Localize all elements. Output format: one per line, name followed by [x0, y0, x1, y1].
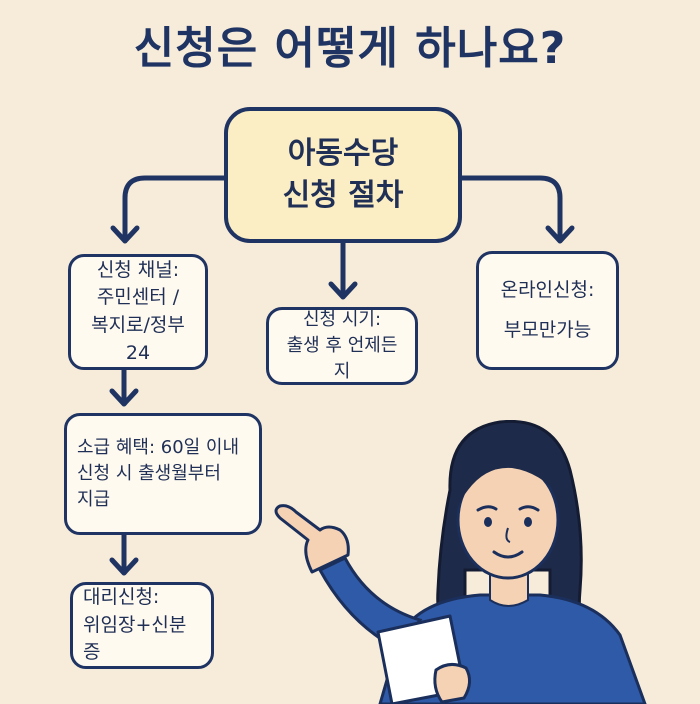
timing-box-line1: 신청 시기:	[302, 308, 382, 330]
benefit-box: 소급 혜택: 60일 이내 신청 시 출생월부터 지급	[64, 413, 262, 535]
page-title: 신청은 어떻게 하나요?	[133, 23, 567, 74]
pointing-hand	[274, 504, 350, 574]
proxy-box: 대리신청: 위임장+신분증	[70, 582, 214, 669]
main-box-line1: 아동수당	[287, 136, 399, 171]
proxy-box-line1: 대리신청:	[83, 586, 160, 609]
main-box-line2: 신청 절차	[282, 178, 404, 213]
woman-pointing-illustration	[274, 420, 647, 704]
proxy-box-line2: 위임장+신분증	[83, 613, 187, 664]
timing-box-line2: 출생 후 언제든지	[286, 334, 398, 383]
benefit-box-line2: 신청 시 출생월부터	[77, 462, 221, 484]
benefit-box-line1: 소급 혜택: 60일 이내	[77, 436, 240, 458]
timing-box: 신청 시기: 출생 후 언제든지	[266, 307, 418, 385]
channel-box-line2: 주민센터 /	[96, 286, 180, 309]
online-box: 온라인신청: 부모만가능	[476, 251, 619, 370]
main-process-box: 아동수당 신청 절차	[224, 107, 462, 243]
channel-box-line1: 신청 채널:	[96, 258, 180, 281]
online-box-line1: 온라인신청:	[500, 278, 595, 301]
channel-box-line3: 복지로/정부24	[91, 314, 185, 364]
benefit-box-line3: 지급	[77, 489, 111, 511]
channel-box: 신청 채널: 주민센터 / 복지로/정부24	[68, 254, 208, 370]
online-box-line2: 부모만가능	[503, 318, 592, 341]
holding-hand	[433, 663, 471, 704]
hair-fringe	[455, 449, 562, 512]
